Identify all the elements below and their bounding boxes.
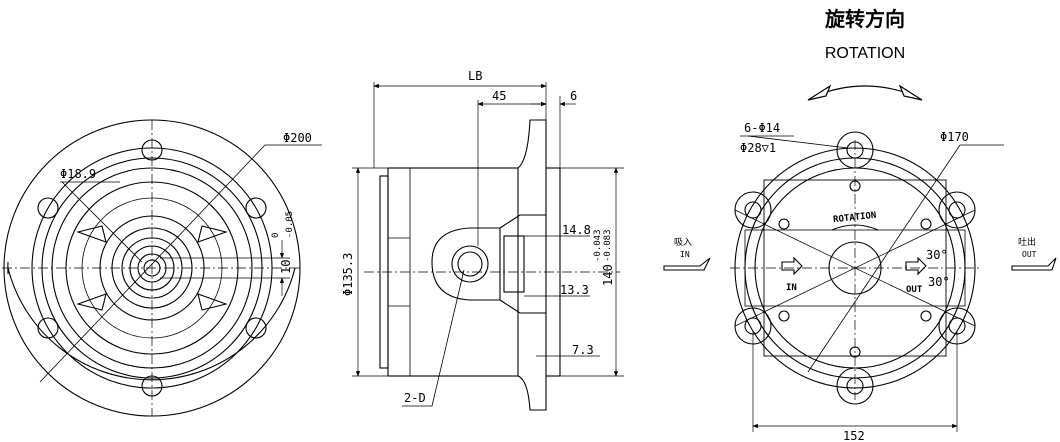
front-dia-inner: Φ18.9 (60, 167, 96, 181)
front-tol-upper: 0 (271, 233, 281, 238)
suction-en: IN (680, 250, 690, 259)
rear-angle-2: 30° (928, 275, 950, 289)
rear-out-label: OUT (906, 285, 923, 295)
rear-view (663, 131, 1057, 432)
rear-counterbore: Φ28▽1 (740, 141, 776, 155)
rear-holes: 6-Φ14 (744, 121, 780, 135)
side-offset: 45 (492, 89, 506, 103)
rear-in-label: IN (786, 283, 797, 293)
side-port: 2-D (404, 391, 426, 405)
rear-rotation-label: ROTATION (833, 211, 877, 225)
front-dia-outer: Φ200 (283, 131, 312, 145)
suction-cn: 吸入 (674, 237, 692, 248)
side-spigot-tol-upper: -0.043 (593, 229, 603, 262)
side-spigot: 140 (601, 264, 615, 286)
discharge-en: OUT (1022, 250, 1037, 259)
discharge-cn: 吐出 (1018, 236, 1036, 248)
rear-width: 152 (843, 429, 865, 442)
side-length: LB (468, 69, 482, 83)
side-dia-body: Φ135.3 (341, 253, 355, 296)
rotation-arrow-icon (807, 84, 923, 101)
side-spigot-tol-lower: -0.083 (603, 229, 613, 262)
title-en: ROTATION (825, 45, 905, 62)
side-flange-thk: 6 (570, 89, 577, 103)
front-view (2, 119, 322, 417)
front-tol-lower: -0.05 (285, 211, 295, 238)
rear-dia-pcd: Φ170 (940, 130, 969, 144)
side-dim-d1: 14.8 (562, 223, 591, 237)
side-view (352, 82, 624, 411)
front-key-width: 10 (279, 260, 293, 274)
rear-angle-1: 30° (926, 248, 948, 262)
side-dim-d2: 13.3 (560, 283, 589, 297)
side-dim-d3: 7.3 (572, 343, 594, 357)
title-cn: 旋转方向 (824, 7, 905, 31)
